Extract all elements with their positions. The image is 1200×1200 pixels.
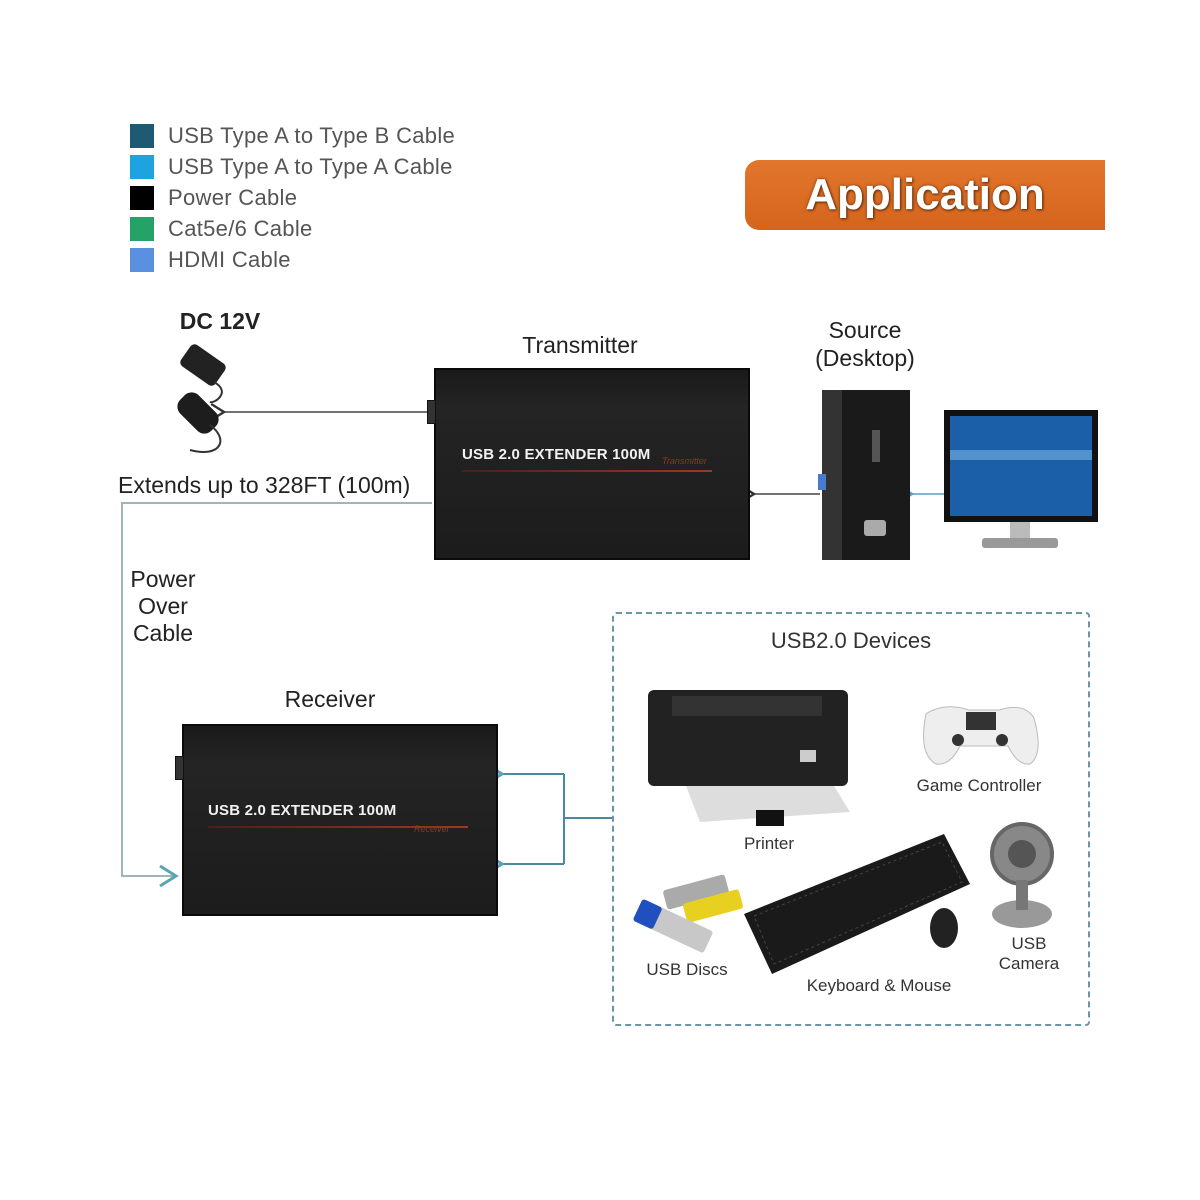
transmitter-product-label: USB 2.0 EXTENDER 100M <box>462 446 651 463</box>
devices-title: USB2.0 Devices <box>770 628 932 653</box>
decorative-stripe <box>462 470 712 472</box>
legend-item: USB Type A to Type B Cable <box>130 120 455 151</box>
cat-cable-line <box>121 502 432 888</box>
printer-label: Printer <box>743 834 795 853</box>
legend: USB Type A to Type B Cable USB Type A to… <box>130 120 455 275</box>
source-label: Source (Desktop) <box>790 316 940 372</box>
legend-swatch <box>130 123 154 148</box>
legend-swatch <box>130 216 154 241</box>
mouse-icon <box>930 908 958 948</box>
decorative-stripe <box>208 826 468 828</box>
camera-line2: Camera <box>998 954 1060 973</box>
range-label: Extends up to 328FT (100m) <box>118 472 411 498</box>
legend-item: USB Type A to Type A Cable <box>130 151 455 182</box>
usb-devices-panel: USB2.0 Devices Printer Game Controller U… <box>612 612 1090 1026</box>
legend-label: USB Type A to Type A Cable <box>168 153 453 179</box>
port-icon <box>427 400 436 424</box>
game-controller-label: Game Controller <box>916 776 1042 795</box>
receiver-product-label: USB 2.0 EXTENDER 100M <box>208 802 397 819</box>
receiver-device: USB 2.0 EXTENDER 100M Receiver <box>175 724 498 916</box>
keyboard-mouse-label: Keyboard & Mouse <box>806 976 952 995</box>
usb-camera-icon <box>990 822 1054 928</box>
keyboard-icon <box>744 834 970 974</box>
power-over-cable-label: Power Over Cable <box>120 566 206 647</box>
legend-swatch <box>130 154 154 179</box>
usb-discs-icon <box>633 874 743 953</box>
banner-title: Application <box>805 170 1045 219</box>
transmitter-sub-label: Transmitter <box>662 456 707 466</box>
application-banner: Application <box>745 160 1105 230</box>
poc-line1: Power <box>130 566 196 592</box>
legend-label: HDMI Cable <box>168 246 291 272</box>
source-line2: (Desktop) <box>815 345 915 371</box>
source-line1: Source <box>828 317 902 343</box>
usb-camera-label: USB Camera <box>984 934 1074 974</box>
power-label: DC 12V <box>179 308 261 334</box>
legend-swatch <box>130 185 154 210</box>
transmitter-device: USB 2.0 EXTENDER 100M Transmitter <box>427 368 750 560</box>
poc-line2: Over <box>138 593 188 619</box>
port-icon <box>175 756 184 780</box>
usb-discs-label: USB Discs <box>646 960 728 979</box>
transmitter-heading: Transmitter <box>522 332 638 358</box>
legend-item: Power Cable <box>130 182 455 213</box>
game-controller-icon <box>923 706 1039 765</box>
poc-line3: Cable <box>132 620 194 646</box>
camera-line1: USB <box>1011 934 1047 953</box>
legend-item: Cat5e/6 Cable <box>130 213 455 244</box>
legend-label: USB Type A to Type B Cable <box>168 122 456 148</box>
receiver-sub-label: Receiver <box>414 824 450 834</box>
legend-label: Cat5e/6 Cable <box>168 215 313 241</box>
legend-label: Power Cable <box>168 184 298 210</box>
receiver-heading: Receiver <box>284 686 376 712</box>
legend-item: HDMI Cable <box>130 244 455 275</box>
legend-swatch <box>130 247 154 272</box>
printer-icon <box>648 690 850 826</box>
